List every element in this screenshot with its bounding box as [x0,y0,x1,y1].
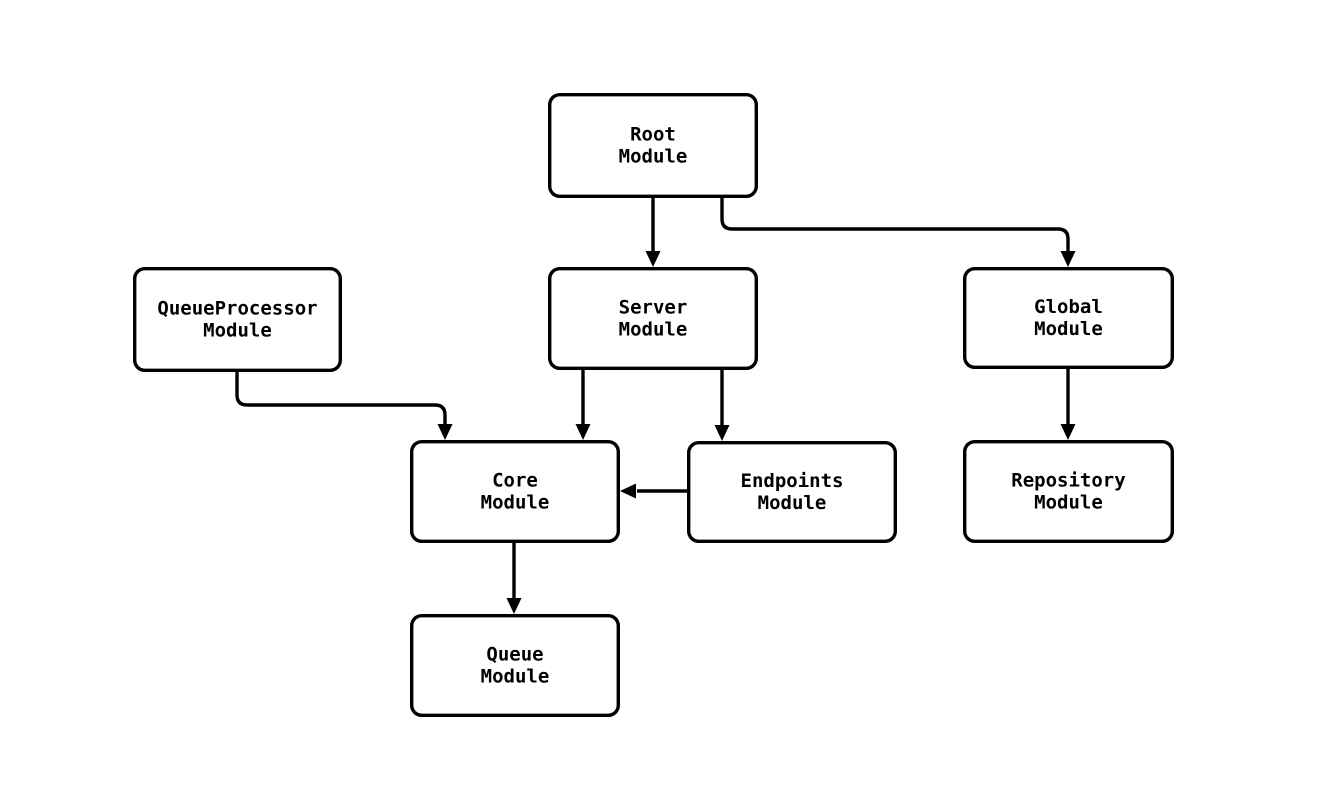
edge-endpoints-to-core-arrowhead-icon [620,483,636,499]
server-module-box[interactable] [548,267,759,371]
endpoints-module-label-line-2: Module [758,492,827,514]
edge-global-to-repository-arrowhead-icon [1060,424,1076,440]
edge-endpoints-to-core [620,483,687,499]
edge-queueprocessor-to-core-line [235,372,447,425]
queue-module-box[interactable] [410,614,621,718]
edge-global-to-repository [1060,369,1076,440]
endpoints-module-box[interactable] [687,441,898,544]
queueprocessor-module-label-line-2: Module [203,319,272,341]
endpoints-module-label-line-1: Endpoints [741,470,844,492]
core-module-label-line-2: Module [481,491,550,513]
edge-server-to-core [575,370,591,440]
root-module-label-line-1: Root [630,123,676,145]
edges-layer [235,198,1076,614]
core-module-label-line-1: Core [492,469,538,491]
global-module-box[interactable] [963,267,1175,370]
repository-module-label-line-1: Repository [1011,469,1125,491]
core-module-box[interactable] [410,440,621,544]
queue-module-label-line-1: Queue [486,643,543,665]
edge-server-to-endpoints-arrowhead-icon [714,425,730,441]
edge-queueprocessor-to-core [235,372,453,440]
edge-root-to-server-arrowhead-icon [645,251,661,267]
repository-module-box[interactable] [963,440,1175,544]
edge-server-to-endpoints [714,370,730,441]
edge-root-to-global-arrowhead-icon [1060,251,1076,267]
global-module-label-line-1: Global [1034,296,1103,318]
global-module-label-line-2: Module [1034,318,1103,340]
edge-root-to-global-line [720,198,1070,252]
edge-core-to-queue-arrowhead-icon [506,598,522,614]
edge-server-to-core-arrowhead-icon [575,424,591,440]
edge-root-to-server [645,198,661,267]
queueprocessor-module-box[interactable] [132,267,343,373]
root-module-label-line-2: Module [619,145,688,167]
edge-core-to-queue [506,543,522,614]
edge-root-to-global [720,198,1076,267]
server-module-label-line-2: Module [619,318,688,340]
root-module-box[interactable] [548,92,759,198]
server-module-label-line-1: Server [619,296,688,318]
queueprocessor-module-label-line-1: QueueProcessor [157,297,317,319]
queue-module-label-line-2: Module [481,665,550,687]
repository-module-label-line-2: Module [1034,491,1103,513]
edge-queueprocessor-to-core-arrowhead-icon [437,424,453,440]
